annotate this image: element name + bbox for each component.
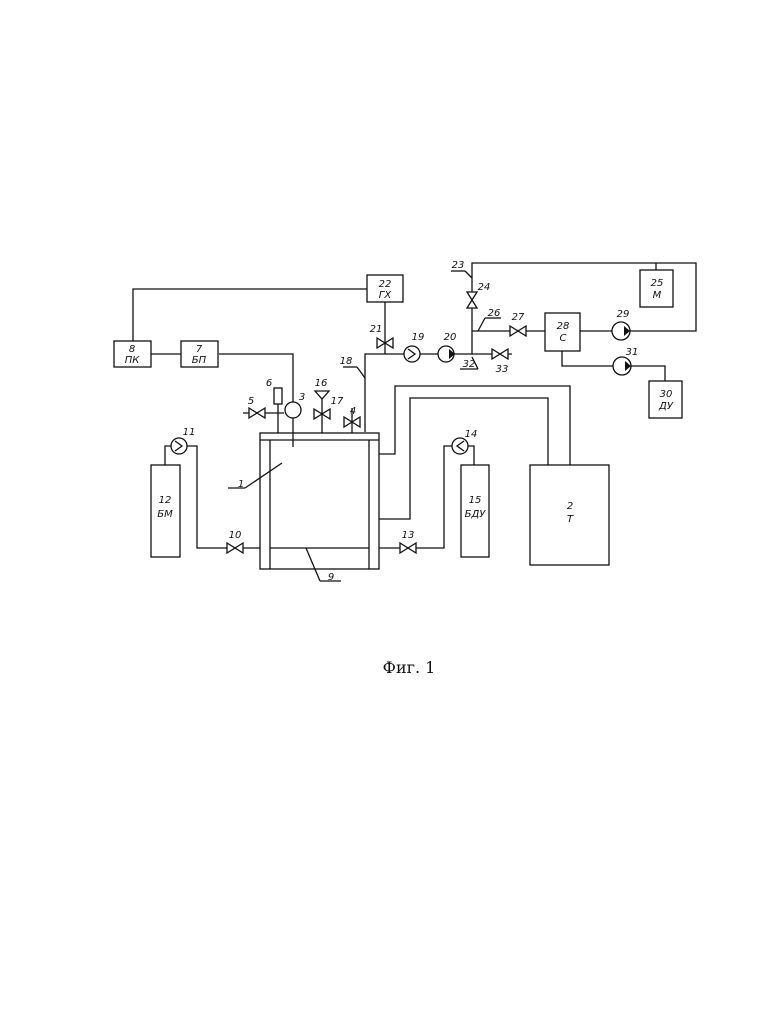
box-30-du: 30 ДУ — [649, 381, 682, 418]
label-21: 21 — [370, 324, 383, 335]
line-28-31 — [562, 351, 613, 366]
label-12: 12 — [159, 495, 172, 506]
line-31-30 — [631, 366, 665, 381]
label-20: 20 — [444, 332, 457, 343]
pump-19 — [404, 346, 420, 362]
sensor-6 — [274, 388, 282, 404]
label-26: 26 — [488, 308, 501, 319]
pump-29 — [612, 322, 630, 340]
valve-33 — [492, 349, 508, 359]
figure-caption: Фиг. 1 — [383, 658, 436, 677]
connection-lines — [133, 263, 696, 548]
label-15: 15 — [469, 495, 482, 506]
label-13: 13 — [402, 530, 415, 541]
label-30: 30 — [660, 389, 673, 400]
regulator-14 — [452, 438, 468, 454]
valve-27 — [510, 326, 526, 336]
line-bm-up — [165, 446, 171, 465]
label-19: 19 — [412, 332, 425, 343]
label-25: 25 — [651, 278, 664, 289]
box-25-m: 25 М — [640, 270, 673, 307]
pump-20 — [438, 346, 455, 362]
abbr-bdu: БДУ — [465, 509, 487, 520]
label-17: 17 — [331, 396, 344, 407]
label-5: 5 — [248, 396, 254, 407]
label-33: 33 — [496, 364, 509, 375]
gauge-3 — [285, 402, 301, 418]
cylinder-12-bm: 12 БМ — [151, 465, 180, 557]
valve-10 — [227, 543, 243, 553]
label-9: 9 — [328, 572, 334, 583]
label-32: 32 — [463, 359, 476, 370]
box-28-s: 28 С — [545, 313, 580, 351]
vent-16 — [315, 391, 329, 399]
line-bm-chamber — [187, 446, 268, 548]
cylinder-15-bdu: 15 БДУ — [461, 465, 489, 557]
chamber-1 — [260, 418, 379, 569]
box-22-gh: 22 ГХ — [367, 275, 403, 302]
leader-18b — [357, 367, 365, 378]
label-18: 18 — [340, 356, 353, 367]
valve-13 — [400, 543, 416, 553]
label-28: 28 — [557, 321, 570, 332]
abbr-t: Т — [567, 514, 574, 525]
abbr-bm: БМ — [157, 509, 173, 520]
label-2: 2 — [567, 501, 573, 512]
label-10: 10 — [229, 530, 242, 541]
label-3: 3 — [299, 392, 305, 403]
leader-23b — [465, 271, 472, 278]
abbr-gh: ГХ — [379, 290, 393, 301]
label-22: 22 — [379, 279, 392, 290]
label-6: 6 — [266, 378, 272, 389]
label-29: 29 — [617, 309, 630, 320]
label-8: 8 — [129, 344, 135, 355]
label-24: 24 — [478, 282, 491, 293]
abbr-bp: БП — [192, 355, 207, 366]
label-7: 7 — [196, 344, 203, 355]
label-27: 27 — [512, 312, 525, 323]
abbr-du: ДУ — [658, 401, 674, 412]
line-bdu-up — [468, 446, 474, 465]
box-2-t: 2 Т — [530, 465, 609, 565]
abbr-s: С — [560, 333, 567, 344]
regulator-11 — [171, 438, 187, 454]
pump-31 — [613, 357, 631, 375]
label-23: 23 — [452, 260, 465, 271]
label-4: 4 — [350, 406, 356, 417]
label-16: 16 — [315, 378, 328, 389]
label-1: 1 — [238, 479, 244, 490]
label-31: 31 — [626, 347, 639, 358]
line-pk-gh — [133, 289, 367, 341]
abbr-pk: ПК — [125, 355, 141, 366]
box-7-bp: 7 БП — [181, 341, 218, 367]
label-11: 11 — [183, 427, 196, 438]
abbr-m: М — [653, 290, 662, 301]
valve-24 — [467, 292, 477, 308]
box-8-pk: 8 ПК — [114, 341, 151, 367]
line-18 — [365, 354, 472, 432]
valve-5 — [249, 408, 265, 418]
label-14: 14 — [465, 429, 478, 440]
leader-26b — [478, 318, 485, 331]
